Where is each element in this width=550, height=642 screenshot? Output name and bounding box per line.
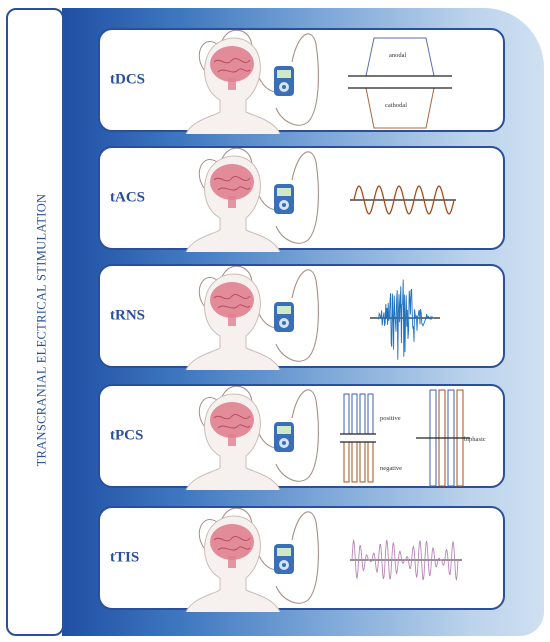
side-label-box: TRANSCRANIAL ELECTRICAL STIMULATION	[6, 8, 64, 636]
waveform-tacs	[350, 185, 456, 215]
cathodal-trapezoid	[365, 87, 435, 129]
label-anodal: anodal	[389, 52, 407, 59]
head-device-illustration	[185, 386, 319, 490]
head-device-illustration	[185, 266, 319, 370]
label-cathodal: cathodal	[385, 102, 407, 109]
row-label-trns: tRNS	[110, 307, 146, 324]
label-biphasic: biphasic	[464, 436, 486, 443]
anodal-trapezoid	[365, 37, 435, 77]
side-title: TRANSCRANIAL ELECTRICAL STIMULATION	[34, 193, 49, 467]
row-trns: tRNS	[98, 264, 505, 370]
row-label-tpcs: tPCS	[110, 427, 144, 444]
head-device-illustration	[185, 508, 319, 612]
monophasic-positive-pulses	[343, 393, 374, 435]
interference-wave	[351, 538, 459, 582]
head-device-illustration	[185, 148, 319, 252]
monophasic-negative-pulses	[343, 441, 374, 483]
row-tpcs: tPCS positive negative biphasic	[98, 384, 505, 490]
row-label-tdcs: tDCS	[110, 71, 146, 88]
random-noise-wave	[377, 279, 435, 360]
waveform-trns	[370, 279, 440, 360]
label-negative: negative	[380, 465, 402, 472]
row-label-tacs: tACS	[110, 189, 146, 206]
waveform-ttis	[350, 538, 462, 582]
waveform-tpcs: positive negative biphasic	[340, 389, 486, 487]
row-tdcs: tDCS anodal cathodal	[98, 28, 505, 134]
waveform-tdcs: anodal cathodal	[348, 37, 452, 129]
row-tacs: tACS	[98, 146, 505, 252]
row-label-ttis: tTIS	[110, 549, 140, 566]
sine-wave	[353, 185, 455, 215]
row-ttis: tTIS	[98, 506, 505, 612]
label-positive: positive	[380, 415, 401, 422]
head-device-illustration	[185, 30, 319, 134]
